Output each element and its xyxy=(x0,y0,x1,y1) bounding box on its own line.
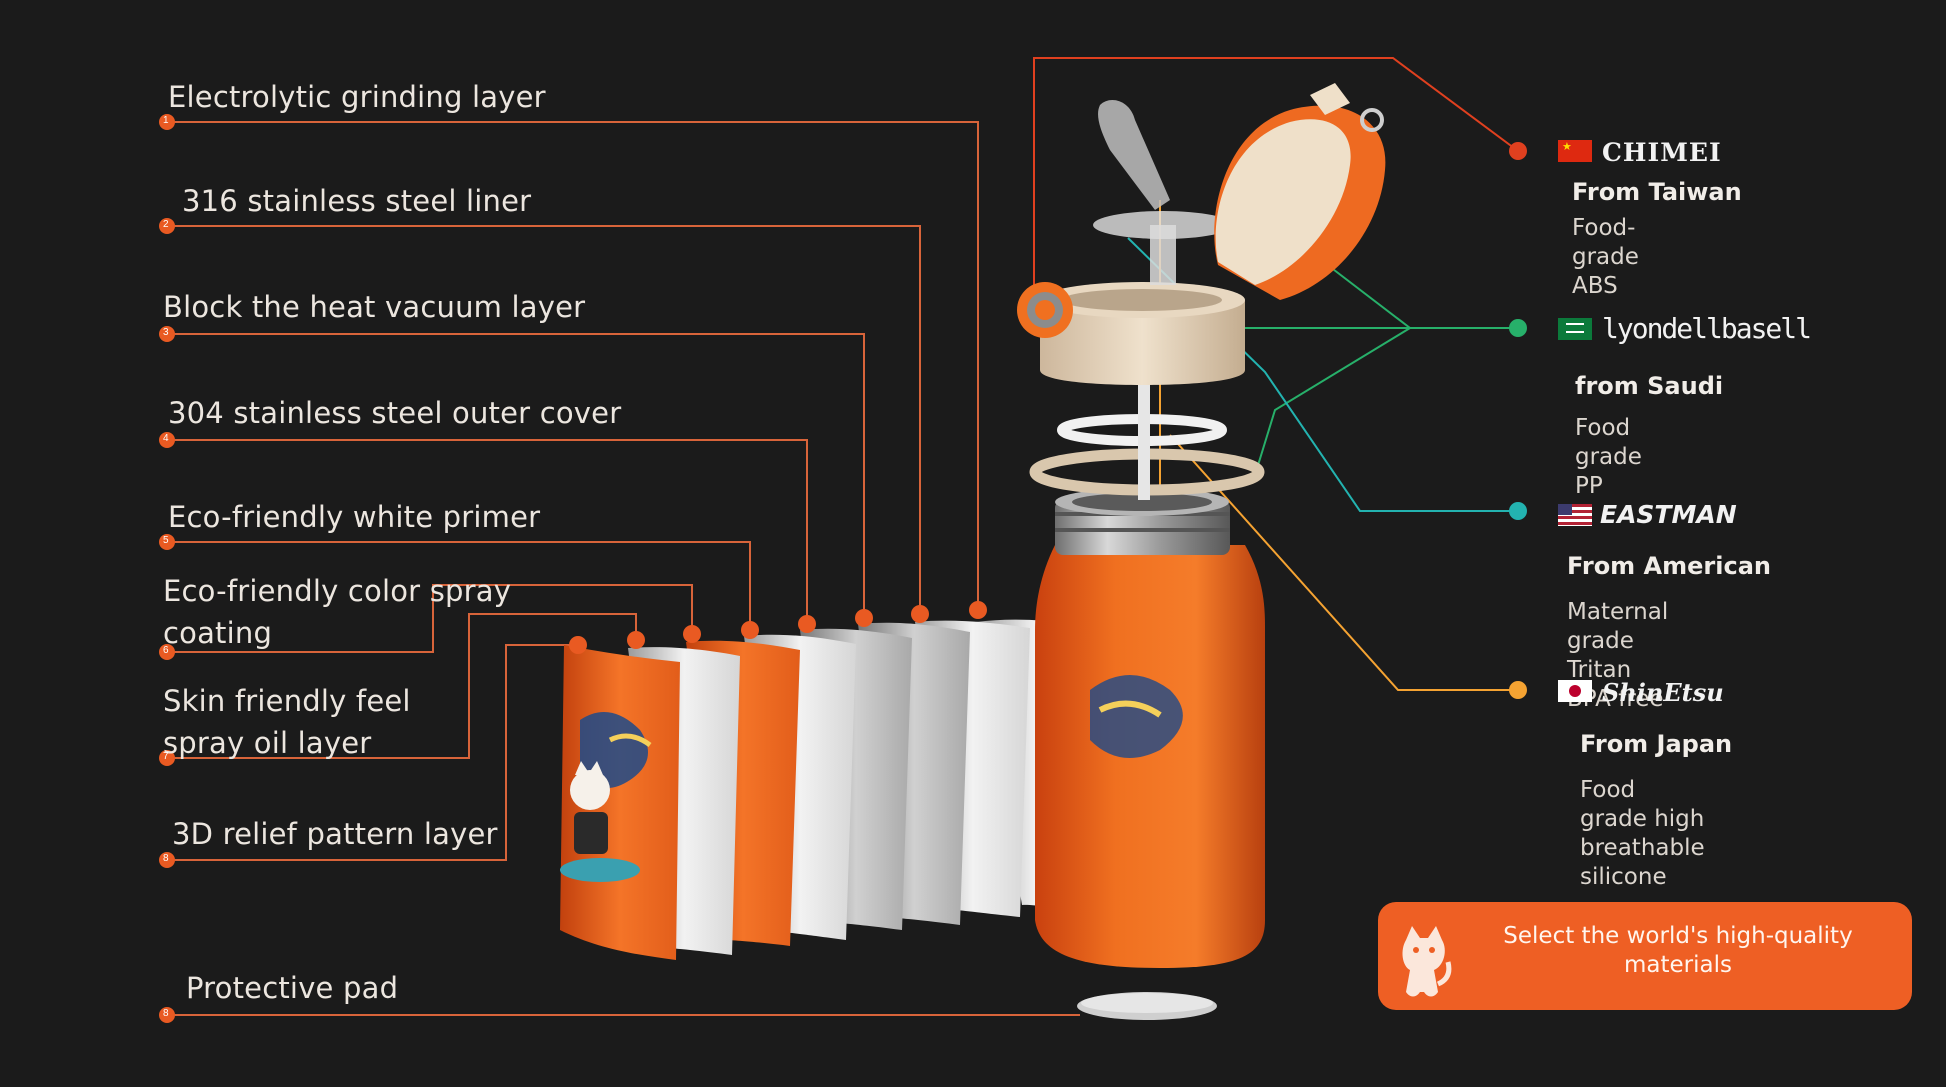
layer-label-9: Protective pad xyxy=(186,971,399,1005)
brand-material-shinetsu: Food grade high breathable silicone xyxy=(1580,777,1705,890)
layer-label-5: Eco-friendly white primer xyxy=(168,500,541,534)
brand-origin-eastman: From American xyxy=(1567,552,1771,580)
layer-sheets xyxy=(560,619,1095,960)
seal-rings xyxy=(1029,380,1265,500)
layer-label-1: Electrolytic grinding layer xyxy=(168,80,546,114)
brand-dots xyxy=(1509,142,1527,699)
layer-label-3: Block the heat vacuum layer xyxy=(163,290,586,324)
china-flag-icon: ★ xyxy=(1558,140,1592,162)
leader-line-4 xyxy=(167,439,808,622)
badge-num-3: 3 xyxy=(163,327,169,338)
number-badges xyxy=(159,114,987,1023)
badge-num-1: 1 xyxy=(163,115,169,126)
brand-origin-lyondellbasell: from Saudi xyxy=(1575,372,1724,400)
cat-mascot-icon xyxy=(1402,926,1452,997)
badge-num-2: 2 xyxy=(163,219,169,230)
badge-num-9: 8 xyxy=(163,1008,169,1019)
layer-label-8: 3D relief pattern layer xyxy=(172,817,498,851)
brand-material-chimei: Food-grade ABS xyxy=(1572,215,1639,299)
layer-label-2: 316 stainless steel liner xyxy=(182,184,532,218)
badge-num-8: 8 xyxy=(163,853,169,864)
badge-num-5: 5 xyxy=(163,535,169,546)
japan-flag-icon xyxy=(1558,680,1592,702)
lyondell-dot xyxy=(1509,319,1527,337)
badge-num-4: 4 xyxy=(163,433,169,444)
usa-flag-icon xyxy=(1558,504,1592,526)
leader-line-5 xyxy=(167,541,751,628)
leader-line-lyondell-b xyxy=(1254,262,1412,476)
bottle-illustration xyxy=(159,57,1527,1023)
cta-text: Select the world's high-quality material… xyxy=(1503,923,1853,978)
brand-logo-eastman: EASTMAN xyxy=(1600,500,1737,529)
cta-banner[interactable]: Select the world's high-quality material… xyxy=(1378,902,1912,1010)
badge-num-6: 6 xyxy=(163,645,169,656)
layer-label-6: Eco-friendly color spray coating xyxy=(163,574,512,650)
leader-line-1 xyxy=(167,121,979,612)
saudi-flag-icon xyxy=(1558,318,1592,340)
brand-origin-shinetsu: From Japan xyxy=(1580,730,1733,758)
leader-line-shinetsu xyxy=(1169,434,1518,691)
leader-line-8 xyxy=(167,644,578,861)
leader-line-2 xyxy=(167,225,921,612)
shinetsu-dot xyxy=(1509,681,1527,699)
brand-origin-chimei: From Taiwan xyxy=(1572,178,1742,206)
brand-logo-shinetsu: ShinEtsu xyxy=(1602,678,1724,707)
leader-line-6 xyxy=(167,584,693,653)
bottle-body xyxy=(1035,488,1265,968)
leader-line-7 xyxy=(167,613,637,759)
chimei-dot xyxy=(1509,142,1527,160)
layer-label-4: 304 stainless steel outer cover xyxy=(168,396,622,430)
leader-line-chimei xyxy=(1033,57,1519,288)
brand-material-lyondellbasell: Food grade PP xyxy=(1575,415,1642,499)
leader-line-3 xyxy=(167,333,865,614)
brand-logo-lyondellbasell: lyondellbasell xyxy=(1602,312,1812,345)
layer-label-7: Skin friendly feel spray oil layer xyxy=(163,684,411,760)
badge-num-7: 7 xyxy=(163,751,169,762)
lid-assembly xyxy=(1017,83,1386,385)
brand-logo-chimei: CHIMEI xyxy=(1602,138,1722,167)
eastman-dot xyxy=(1509,502,1527,520)
